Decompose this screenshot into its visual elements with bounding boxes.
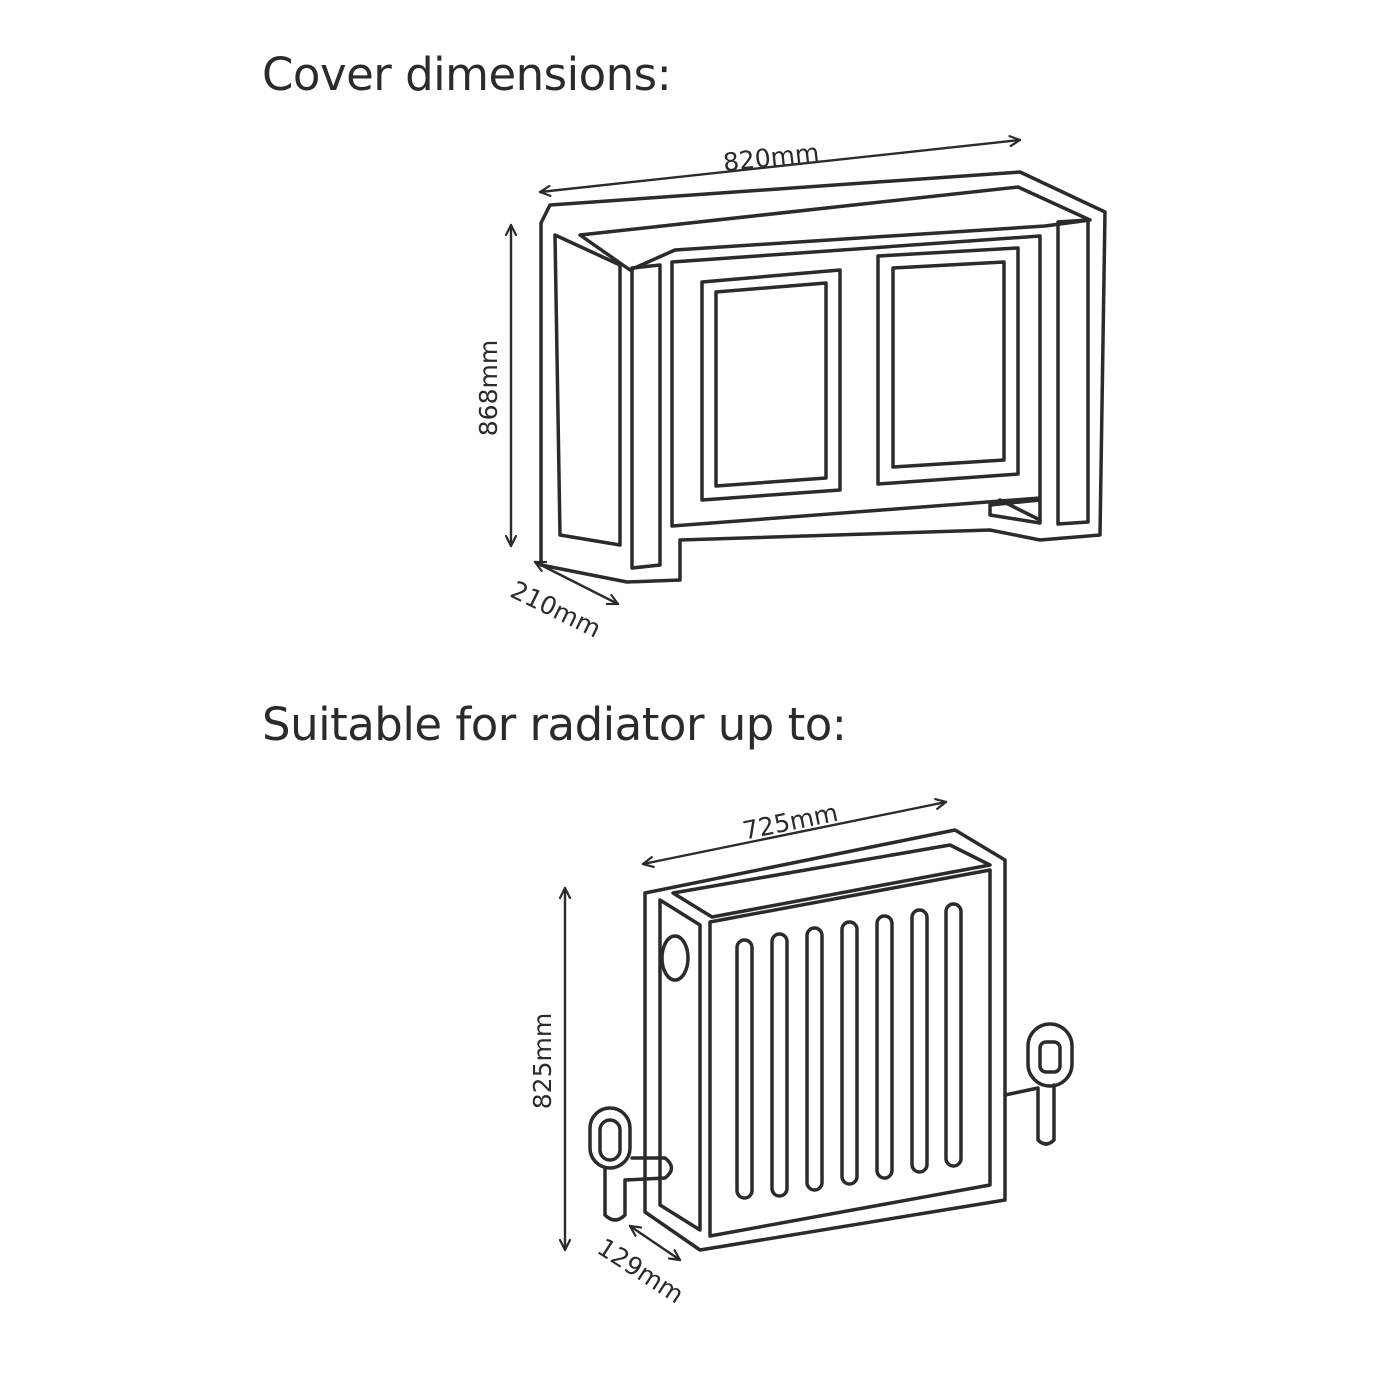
radiator-left-valve [588, 1106, 674, 1222]
radiator-fin [735, 938, 754, 1200]
cover-left-door-outer [700, 268, 842, 502]
radiator-illustration [588, 828, 1074, 1252]
cover-width-arrow [538, 140, 1022, 192]
radiator-fin [840, 920, 859, 1186]
cover-dimensions-heading: Cover dimensions: [262, 48, 672, 101]
radiator-front-panel [708, 868, 992, 1238]
radiator-outline [643, 828, 1007, 1252]
cover-left-door-inner [714, 281, 828, 488]
radiator-cover-illustration [539, 170, 1107, 584]
radiator-fin [805, 926, 824, 1192]
radiator-width-arrow [641, 802, 948, 864]
radiator-depth-label: 129mm [592, 1232, 689, 1309]
radiator-fin [770, 932, 789, 1198]
radiator-side-port [660, 934, 690, 982]
cover-top-rim [578, 185, 1092, 272]
cover-depth-label: 210mm [506, 575, 605, 643]
radiator-fin [944, 902, 963, 1168]
radiator-height-label: 825mm [528, 1013, 557, 1109]
cover-right-door-inner [891, 260, 1006, 469]
radiator-depth-arrow [628, 1224, 682, 1262]
radiator-fin [875, 914, 894, 1180]
cover-left-panel [553, 233, 622, 547]
cover-right-foot [990, 498, 1042, 522]
radiator-fin [910, 908, 929, 1174]
radiator-suitability-heading: Suitable for radiator up to: [262, 698, 847, 751]
radiator-width-label: 725mm [740, 798, 840, 846]
cover-right-leg [1056, 218, 1090, 526]
cover-width-label: 820mm [722, 138, 821, 177]
radiator-side-edge [658, 898, 702, 1232]
radiator-right-valve [1003, 1022, 1074, 1146]
cover-right-door-outer [876, 246, 1020, 486]
radiator-fins [735, 902, 963, 1200]
cover-height-label: 868mm [474, 340, 503, 436]
cover-depth-arrow [533, 560, 620, 606]
cover-left-leg [630, 263, 662, 570]
cover-front-frame [670, 234, 1042, 528]
